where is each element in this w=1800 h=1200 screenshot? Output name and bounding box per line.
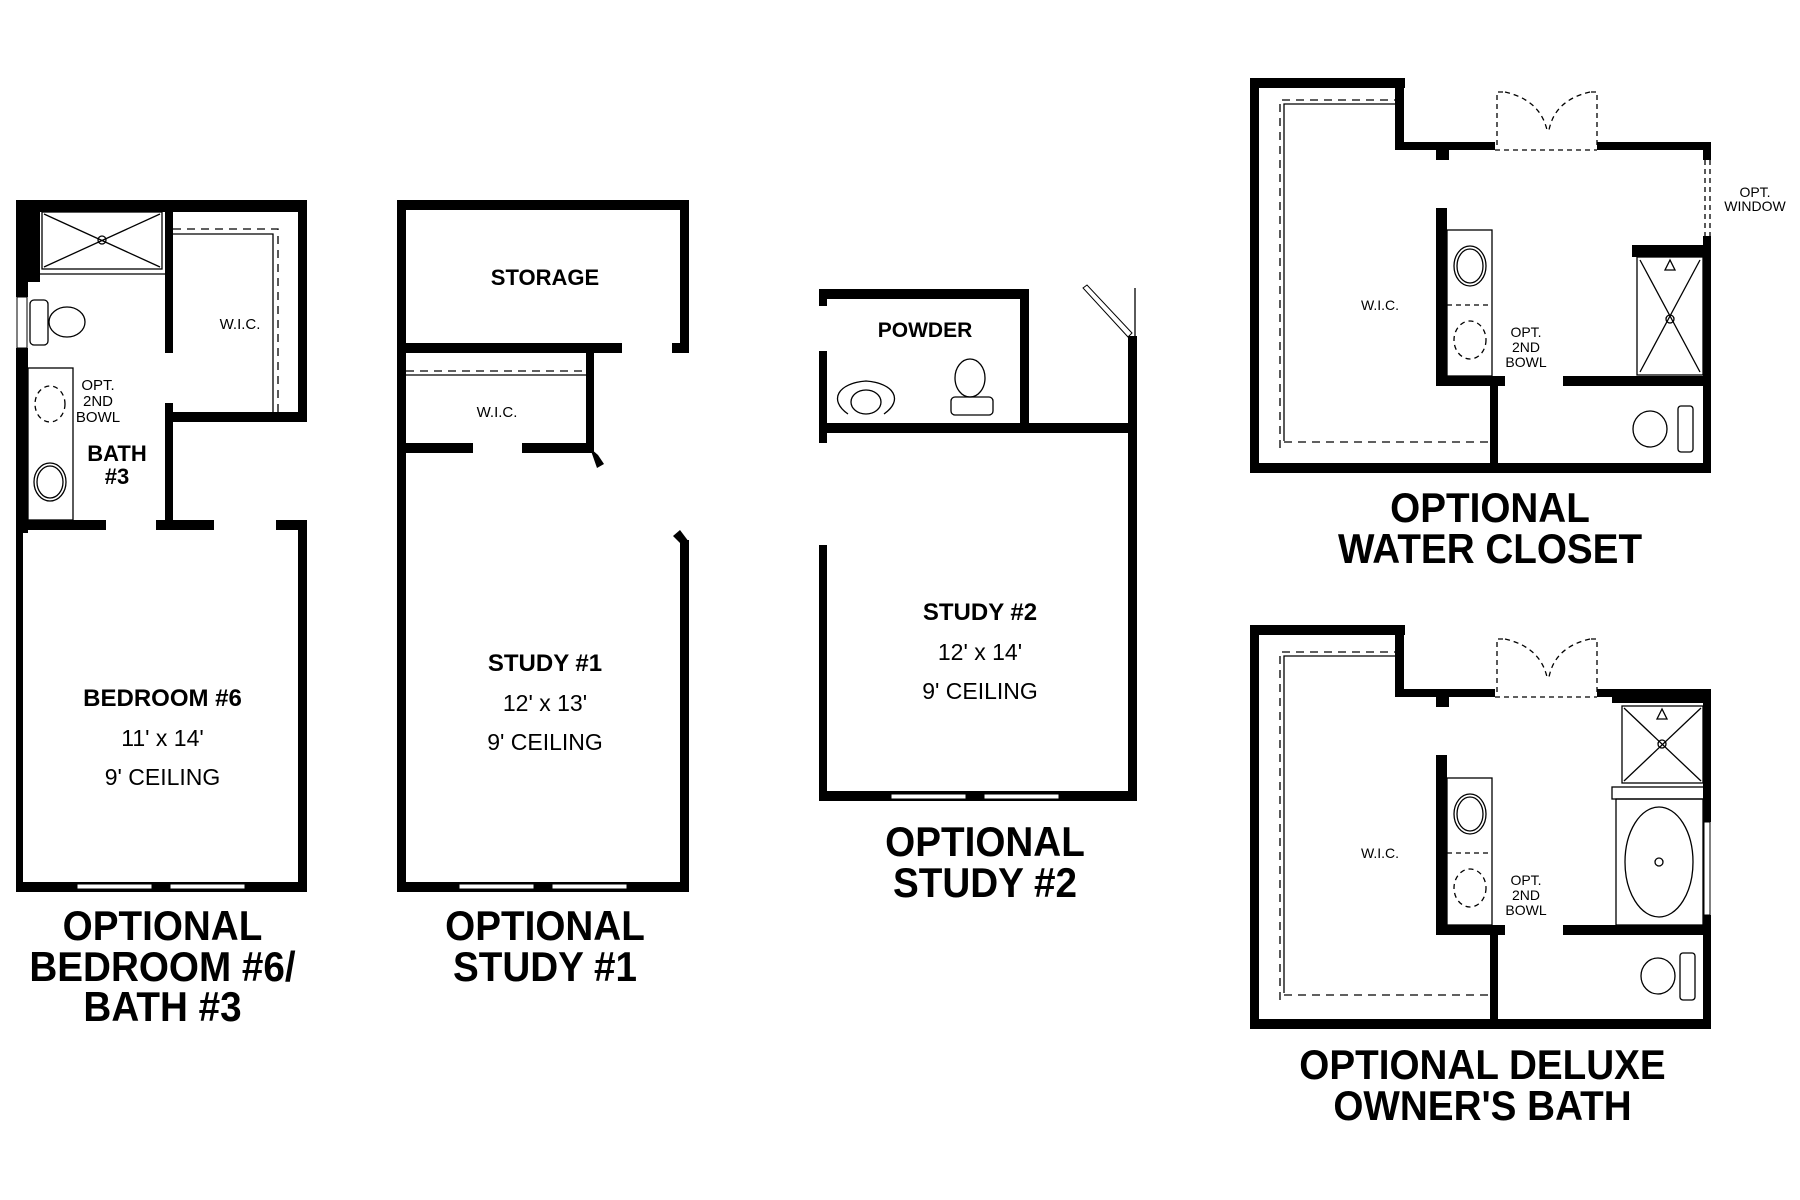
plan-study1 (397, 200, 689, 892)
title-optional-study1: OPTIONAL STUDY #1 (445, 902, 645, 990)
wic-label: W.I.C. (476, 404, 518, 421)
study2-name: STUDY #2 (922, 599, 1038, 626)
opt-2nd-bowl-label: OPT. 2ND BOWL (75, 377, 121, 427)
powder-label: POWDER (877, 319, 973, 342)
study2-ceiling: 9' CEILING (922, 678, 1038, 704)
opt-window-label: OPT. WINDOW (1724, 184, 1786, 214)
study1-ceiling: 9' CEILING (487, 729, 603, 755)
wic-label: W.I.C. (1360, 297, 1400, 313)
plan-study2 (819, 284, 1137, 801)
title-optional-study2: OPTIONAL STUDY #2 (885, 818, 1085, 906)
study1-room-label: STUDY #1 12' x 13' 9' CEILING (410, 636, 680, 770)
plan-deluxe-owners-bath (1250, 625, 1711, 1029)
storage-label: STORAGE (490, 265, 600, 290)
study1-name: STUDY #1 (487, 650, 603, 677)
study1-size: 12' x 13' (502, 690, 588, 716)
study2-size: 12' x 14' (937, 639, 1023, 665)
bedroom6-name: BEDROOM #6 (83, 685, 242, 712)
bedroom6-size: 11' x 14' (121, 725, 204, 751)
wic-label: W.I.C. (1360, 845, 1400, 861)
bedroom6-ceiling: 9' CEILING (104, 764, 221, 790)
study2-room-label: STUDY #2 12' x 14' 9' CEILING (860, 585, 1100, 719)
plan-water-closet (1250, 78, 1711, 473)
title-optional-bedroom6-bath3: OPTIONAL BEDROOM #6/ BATH #3 (29, 902, 296, 1031)
plan-bedroom6-bath3 (16, 200, 307, 892)
opt-2nd-bowl-label: OPT. 2ND BOWL (1505, 324, 1547, 371)
wic-label: W.I.C. (219, 316, 261, 333)
title-optional-water-closet: OPTIONAL WATER CLOSET (1337, 484, 1643, 572)
opt-2nd-bowl-label: OPT. 2ND BOWL (1505, 872, 1547, 919)
title-optional-deluxe-owners-bath: OPTIONAL DELUXE OWNER'S BATH (1299, 1041, 1666, 1129)
bedroom6-room-label: BEDROOM #6 11' x 14' 9' CEILING (30, 671, 295, 805)
bath3-label: BATH #3 (87, 441, 147, 490)
